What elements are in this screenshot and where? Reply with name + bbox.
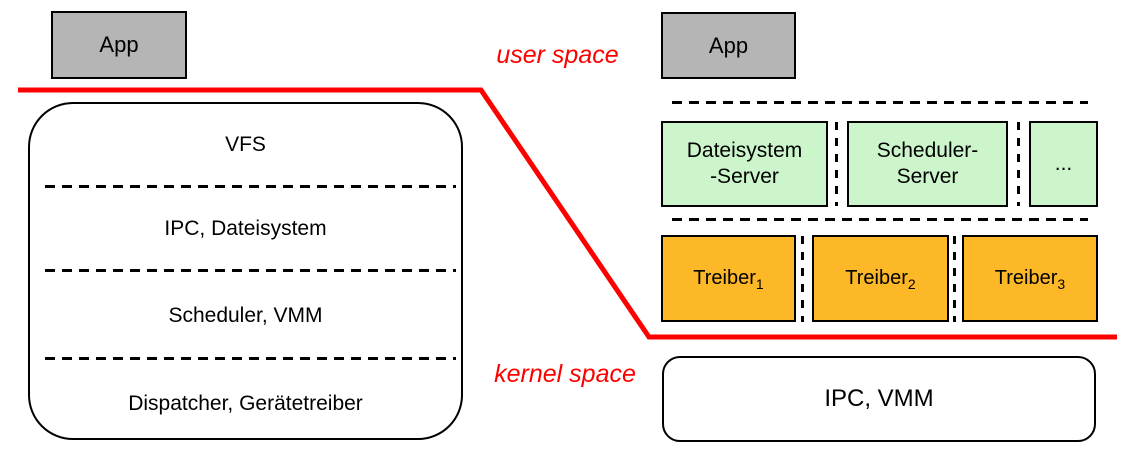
app-label-right: App [708,32,749,58]
dashed-divider [45,357,456,360]
server-label-ellipsis: ... [1054,152,1073,175]
driver-label: Treiber3 [994,267,1066,292]
user-space-label: user space [496,41,619,69]
server-label-line2: Server [896,165,959,188]
kernel-space-label: kernel space [494,360,636,388]
layer-vfs: VFS [225,133,266,156]
driver-label: Treiber2 [845,267,916,292]
dashed-divider-vertical [953,236,956,322]
app-box-left: App [51,11,187,79]
layer-scheduler-vmm: Scheduler, VMM [168,304,323,327]
driver-box-1: Treiber1 [661,235,796,322]
server-label-line2: -Server [710,165,779,188]
dashed-divider [45,185,456,188]
app-box-right: App [661,12,796,79]
server-box-dateisystem: Dateisystem -Server [661,121,828,207]
driver-box-2: Treiber2 [812,235,949,322]
dashed-divider [672,218,1088,221]
dashed-divider [672,101,1088,104]
server-label-line1: Dateisystem [686,139,803,162]
dashed-divider-vertical [835,122,838,206]
server-box-scheduler: Scheduler- Server [847,121,1008,207]
monolithic-kernel-box: VFS IPC, Dateisystem Scheduler, VMM Disp… [28,102,463,440]
microkernel-box: IPC, VMM [662,356,1096,442]
app-label-left: App [99,32,139,57]
driver-label: Treiber1 [693,267,764,292]
server-label-line1: Scheduler- [876,139,979,162]
layer-dispatcher-geraetetreiber: Dispatcher, Gerätetreiber [128,392,363,415]
layer-ipc-dateisystem: IPC, Dateisystem [164,217,327,240]
dashed-divider-vertical [1017,122,1020,206]
dashed-divider-vertical [801,236,804,322]
dashed-divider [45,269,456,272]
driver-box-3: Treiber3 [962,235,1098,322]
microkernel-label: IPC, VMM [824,385,934,412]
server-box-ellipsis: ... [1029,121,1098,207]
